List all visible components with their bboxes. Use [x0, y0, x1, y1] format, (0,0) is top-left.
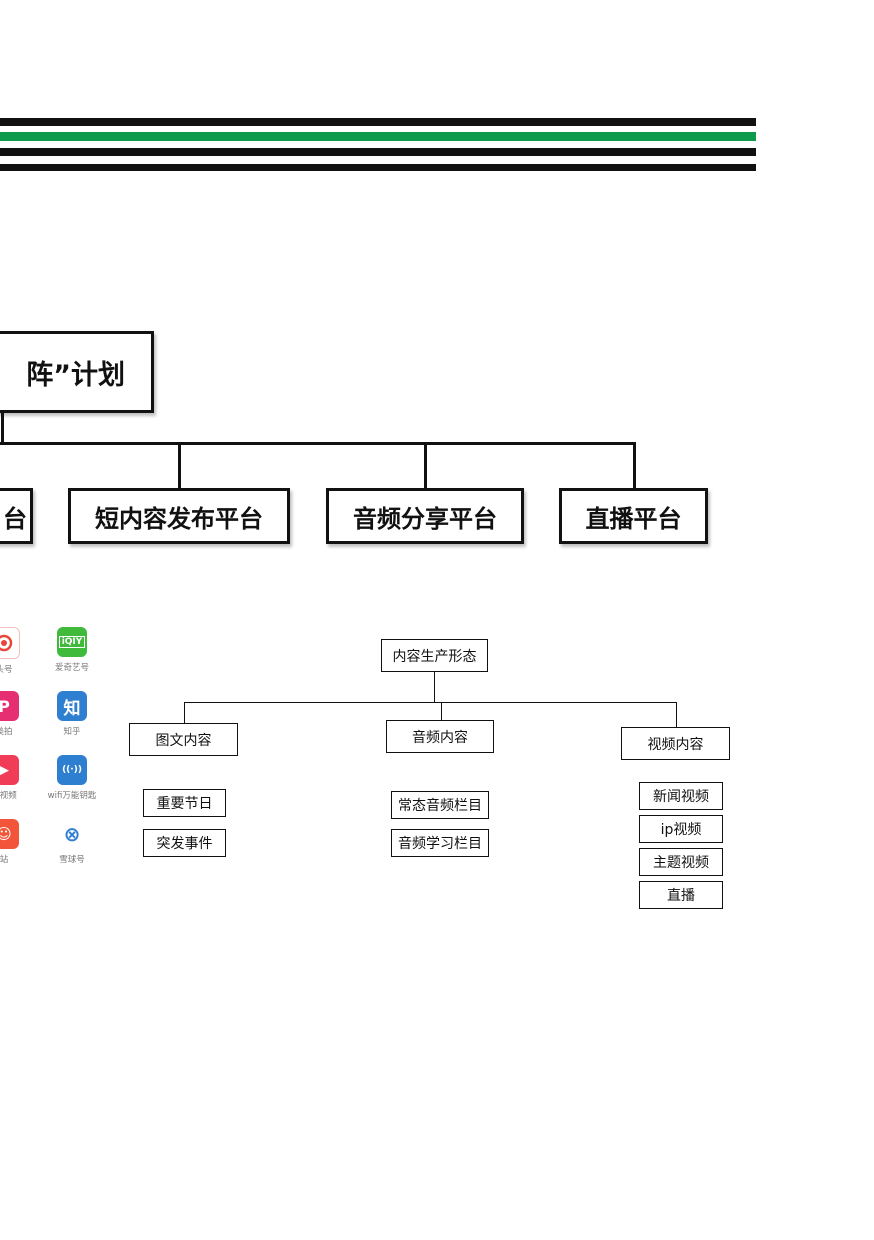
meipai-icon: P [0, 691, 19, 721]
platform-box-live: 直播平台 [559, 488, 708, 544]
content-connector-stem [434, 672, 435, 703]
content-root-box: 内容生产形态 [381, 639, 488, 672]
header-stripe-2 [0, 132, 756, 141]
content-connector-2 [441, 702, 442, 721]
app-zhihu: 知 知乎 [42, 691, 102, 737]
item-box-breaking-events: 突发事件 [143, 829, 226, 857]
app-wifi-key-label: wifi万能钥匙 [47, 791, 97, 801]
header-stripe-3 [0, 148, 756, 156]
app-xueqiu: ⊗ 雪球号 [42, 819, 102, 865]
app-small-video-label: 小视频 [0, 791, 17, 801]
item-box-festivals: 重要节日 [143, 789, 226, 817]
app-zhihu-label: 知乎 [63, 727, 81, 737]
app-wifi-key: ((·)) wifi万能钥匙 [42, 755, 102, 801]
app-meipai-label: 美拍 [0, 727, 13, 737]
app-bilibili: ☺ 站 [0, 819, 34, 865]
plan-connector-1 [178, 442, 181, 488]
branch-box-audio: 音频内容 [386, 720, 494, 753]
platform-box-short-content: 短内容发布平台 [68, 488, 290, 544]
iqiyi-icon: iQIY [57, 627, 87, 657]
app-toutiao-label: 头号 [0, 665, 13, 675]
item-box-live: 直播 [639, 881, 723, 909]
plan-title: 阵”计划 [26, 359, 125, 391]
app-meipai: P 美拍 [0, 691, 34, 737]
video-icon: ▶ [0, 755, 19, 785]
header-stripe-1 [0, 118, 756, 126]
plan-connector-bar [0, 442, 636, 445]
item-box-news-video: 新闻视频 [639, 782, 723, 810]
xueqiu-icon: ⊗ [57, 819, 87, 849]
header-stripe-4 [0, 164, 756, 171]
wifi-icon: ((·)) [57, 755, 87, 785]
app-iqiyi: iQIY 爱奇艺号 [42, 627, 102, 673]
zhihu-icon: 知 [57, 691, 87, 721]
plan-connector-stem [1, 413, 4, 444]
content-connector-bar [184, 702, 676, 703]
item-box-ip-video: ip视频 [639, 815, 723, 843]
plan-connector-2 [424, 442, 427, 488]
branch-box-video: 视频内容 [621, 727, 730, 760]
item-box-theme-video: 主题视频 [639, 848, 723, 876]
item-box-regular-audio: 常态音频栏目 [391, 791, 489, 819]
branch-box-text-image: 图文内容 [129, 723, 238, 756]
plan-title-box: 阵”计划 [0, 331, 154, 413]
content-connector-1 [184, 702, 185, 723]
item-box-audio-learning: 音频学习栏目 [391, 829, 489, 857]
platform-box-audio: 音频分享平台 [326, 488, 524, 544]
app-iqiyi-label: 爱奇艺号 [54, 663, 89, 673]
swirl-icon [0, 627, 20, 659]
content-connector-3 [676, 702, 677, 727]
app-toutiao: 头号 [0, 627, 34, 675]
app-xueqiu-label: 雪球号 [59, 855, 85, 865]
app-small-video: ▶ 小视频 [0, 755, 34, 801]
bilibili-icon: ☺ [0, 819, 19, 849]
plan-connector-3 [633, 442, 636, 488]
app-bilibili-label: 站 [0, 855, 9, 865]
platform-box-partial: 台 [0, 488, 33, 544]
